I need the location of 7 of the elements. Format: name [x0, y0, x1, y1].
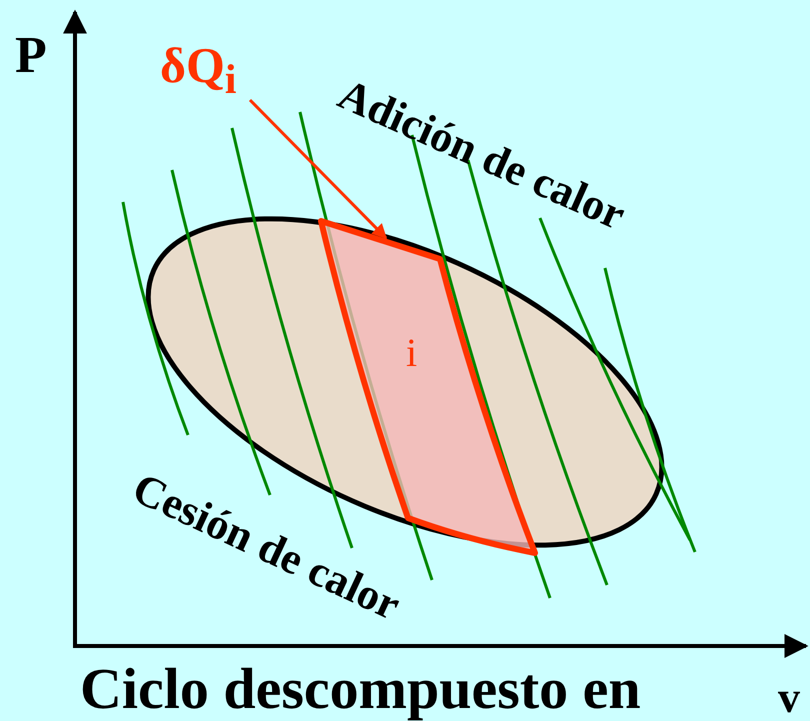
- process-label: Cesión de calor: [126, 466, 406, 628]
- region-label: i: [406, 333, 418, 373]
- axis-label: v: [778, 676, 800, 720]
- leader-arrow: [248, 98, 388, 240]
- heat-label: δQ$_{i}$: [160, 40, 236, 102]
- caption: Ciclo descompuesto en: [80, 660, 641, 718]
- axis-label: P: [15, 30, 47, 82]
